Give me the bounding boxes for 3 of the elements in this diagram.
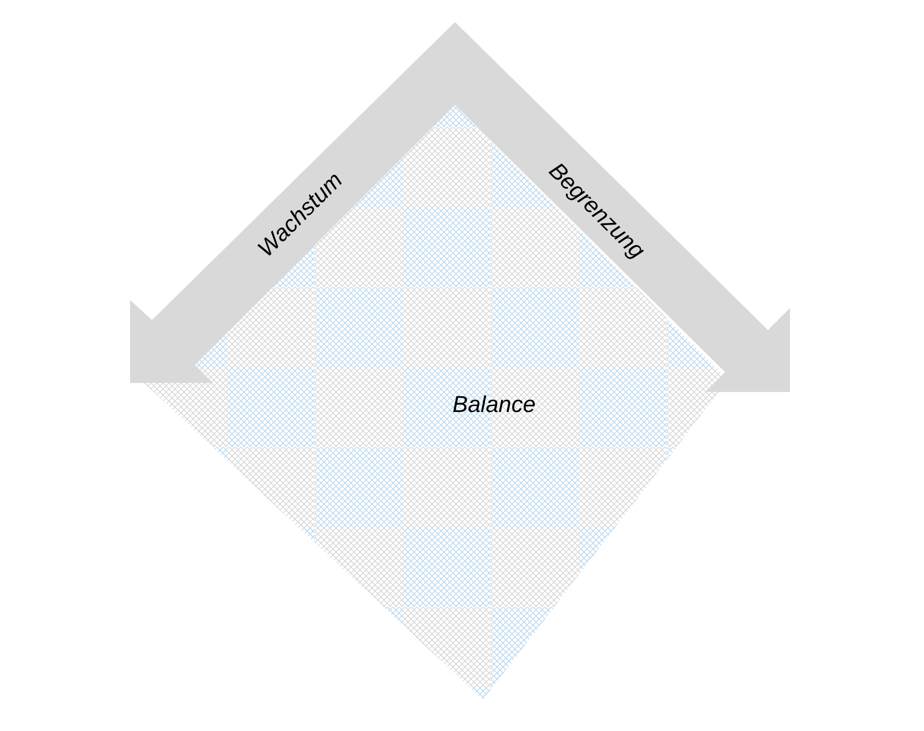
arrow-shape (455, 22, 790, 392)
arrow-shape (130, 22, 455, 383)
center-label: Balance (452, 390, 536, 418)
